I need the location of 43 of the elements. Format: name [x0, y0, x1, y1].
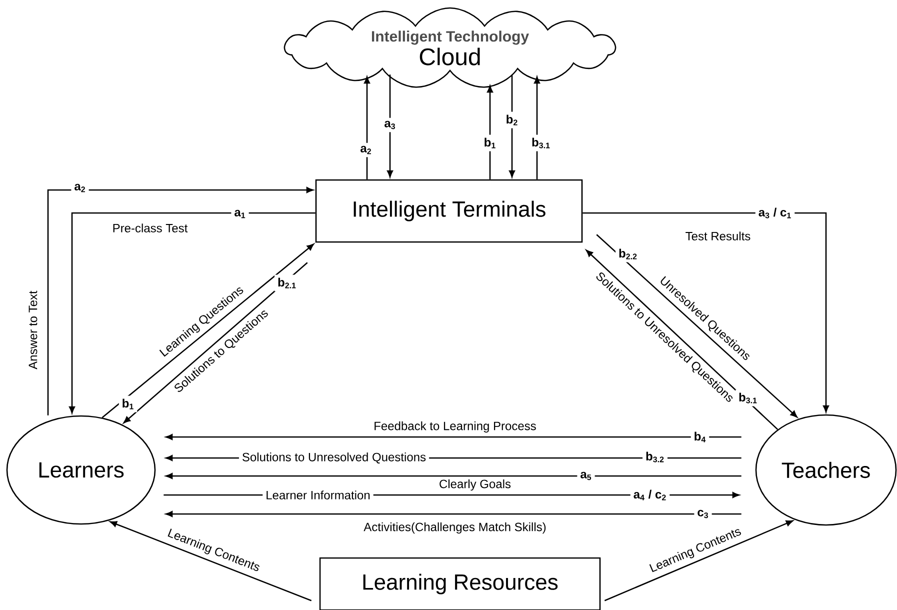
flow-code: b$_{2}$ [502, 112, 522, 128]
arrow [123, 262, 308, 424]
arrow [604, 520, 794, 602]
flow-code: b$_{1}$ [480, 134, 500, 152]
flow-code: b$_{3.1}$ [528, 134, 554, 152]
arrow [110, 521, 312, 602]
flow-code: a$_{2}$ [71, 180, 89, 196]
arrow [166, 511, 742, 517]
flow-code: a$_{2}$ [357, 142, 375, 158]
edge-label: Pre-class Test [113, 224, 188, 232]
flow-code: c$_{3}$ [694, 506, 712, 522]
arrow [582, 212, 829, 412]
process-box: Intelligent Terminals [315, 179, 583, 243]
flow-code: b$_{3.2}$ [642, 448, 668, 466]
edge-label: Learner Information [262, 488, 374, 502]
flow-code: a$_{5}$ [577, 468, 595, 484]
flow-code: b$_{3.1}$ [736, 390, 760, 406]
arrow [487, 86, 493, 180]
arrow [69, 212, 316, 414]
arrow [364, 76, 370, 180]
flow-code: a$_{1}$ [231, 206, 249, 222]
flow-code: b$_{4}$ [690, 428, 710, 446]
flow-code: a$_{4}$ / c$_{2}$ [630, 486, 670, 504]
edge-label: Test Results [686, 232, 750, 240]
arrow [166, 434, 742, 440]
arrow [102, 244, 314, 418]
flow-code: b$_{2.1}$ [274, 274, 300, 292]
edge-label: Activities(Challenges Match Skills) [364, 522, 546, 534]
arrow [509, 74, 515, 178]
flow-code: a$_{3}$ / c$_{1}$ [755, 204, 795, 222]
edge-label: Answer to Text [28, 290, 38, 370]
flow-code: a$_{3}$ [381, 118, 399, 132]
process-box: Learning Resources [319, 557, 601, 610]
edge-label: Clearly Goals [440, 479, 511, 491]
arrow [47, 187, 314, 416]
edge-label: Solutions to Unresolved Questions [238, 450, 430, 466]
arrow [596, 234, 798, 418]
flow-code: b$_{1}$ [118, 396, 138, 412]
edge-label: Feedback to Learning Process [374, 421, 536, 433]
arrow [586, 250, 778, 430]
flow-code: b$_{2.2}$ [616, 246, 640, 262]
arrow [166, 473, 742, 479]
arrow [387, 74, 393, 178]
